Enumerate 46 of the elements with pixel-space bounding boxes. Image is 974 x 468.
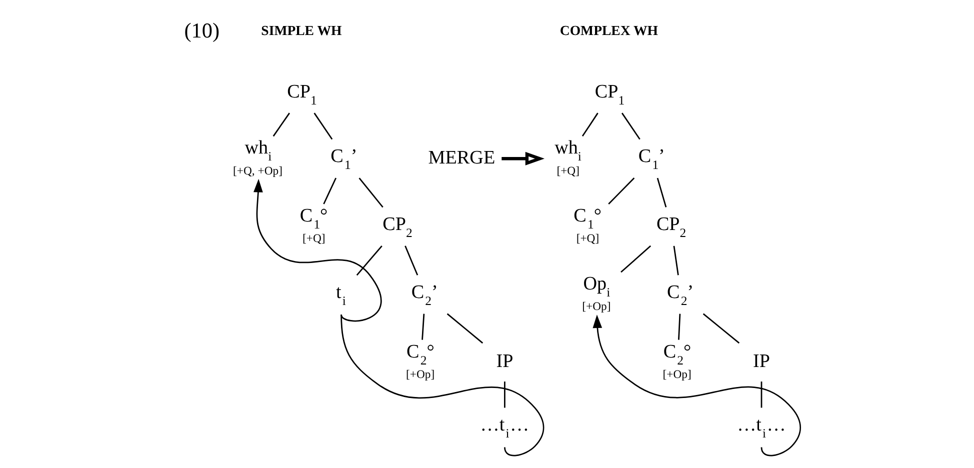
node-text: C$_{2}$’	[411, 282, 438, 308]
node-text: C$_{2}$’	[667, 282, 694, 308]
node-text: wh$_{i}$ [+Q]	[554, 137, 582, 177]
node-text: CP$_{1}$	[287, 81, 317, 107]
connector	[422, 313, 425, 340]
node-text: C$_{1}$° [+Q]	[300, 205, 328, 245]
node-text: C$_{1}$° [+Q]	[574, 205, 602, 245]
connector	[678, 313, 681, 340]
label: COMPLEX WH	[560, 22, 658, 38]
node-text: CP$_{2}$	[656, 214, 686, 240]
node-text: IP	[496, 350, 514, 372]
node-text: CP$_{2}$	[382, 214, 412, 240]
node-text: MERGE	[428, 146, 496, 168]
arrow	[502, 151, 545, 165]
node-text: C$_{2}$° [+Op]	[406, 340, 435, 381]
node-text: …t$_{i}$…	[737, 414, 786, 440]
node-text: CP$_{1}$	[594, 81, 625, 107]
node-text: C$_{1}$’	[330, 146, 358, 172]
connector	[404, 245, 418, 275]
connector	[702, 312, 740, 344]
connector	[446, 312, 484, 344]
connector	[358, 177, 384, 208]
connector	[272, 112, 290, 136]
connector	[504, 381, 506, 408]
connector	[582, 112, 598, 136]
connector	[620, 244, 652, 272]
connector	[340, 314, 544, 456]
connector	[673, 245, 679, 275]
connector	[356, 244, 382, 276]
node-text: C$_{1}$’	[638, 146, 665, 172]
node-text: IP	[753, 350, 770, 372]
connector	[608, 177, 635, 204]
connector	[314, 112, 333, 140]
node-text: wh$_{i}$ [+Q, +Op]	[233, 137, 282, 177]
connector	[323, 177, 337, 204]
arrow	[592, 314, 801, 456]
node-text: t$_{i}$	[336, 282, 346, 308]
node-text: C$_{2}$° [+Op]	[662, 340, 692, 381]
connector	[760, 381, 762, 408]
label: SIMPLE WH	[261, 22, 342, 38]
arrow	[254, 178, 382, 322]
label: (10)	[184, 18, 220, 42]
connector	[621, 112, 640, 140]
node-text: …t$_{i}$…	[480, 414, 530, 440]
node-text: Op$_{i}$ [+Op]	[582, 273, 611, 313]
connector	[656, 177, 667, 207]
